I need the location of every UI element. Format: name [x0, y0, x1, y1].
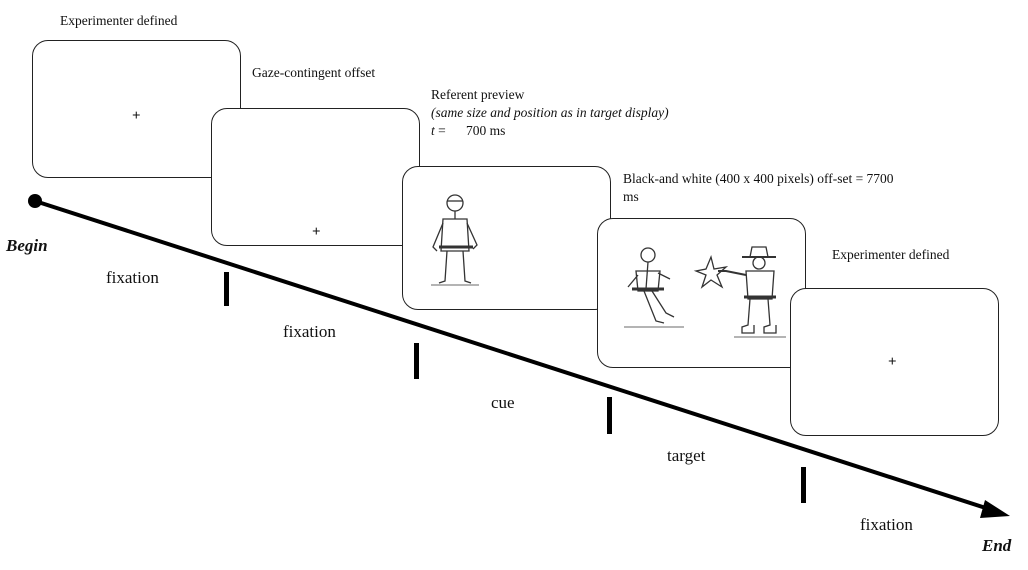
time-value: = 700 ms — [434, 123, 506, 138]
phase-boundary-tick-3 — [607, 397, 612, 434]
phase-label-cue: cue — [491, 393, 515, 412]
target-image — [624, 246, 786, 338]
phase-boundary-tick-4 — [801, 467, 806, 503]
fixation-cross: + — [312, 224, 321, 240]
screen3-caption-line3: t = 700 ms — [431, 122, 505, 139]
screen2-caption: Gaze-contingent offset — [252, 65, 376, 80]
screen-experimenter-defined-2: + — [790, 288, 999, 436]
end-arrow-head — [980, 500, 1010, 518]
screen3-caption-line1: Referent preview — [431, 87, 525, 102]
phase-label-fixation-3: fixation — [860, 515, 913, 534]
referent-image — [431, 194, 479, 286]
fixation-cross: + — [132, 108, 141, 124]
phase-label-fixation-2: fixation — [283, 322, 336, 341]
screen4-caption-line1: Black-and white (400 x 400 pixels) off-s… — [623, 171, 894, 186]
screen-target-display — [597, 218, 806, 368]
screen4-caption-line2: ms — [623, 189, 639, 204]
screen1-caption: Experimenter defined — [60, 13, 178, 28]
timeline-axis — [34, 199, 996, 513]
phase-label-fixation-1: fixation — [106, 268, 159, 287]
screen-experimenter-defined-1: + — [32, 40, 241, 178]
screen-gaze-contingent-offset: + — [211, 108, 420, 246]
screen3-caption-line2: (same size and position as in target dis… — [431, 105, 669, 120]
begin-label: Begin — [6, 236, 48, 255]
screen5-caption: Experimenter defined — [832, 247, 950, 262]
phase-boundary-tick-2 — [414, 343, 419, 379]
time-variable: t — [431, 123, 435, 138]
end-label: End — [982, 536, 1012, 555]
screen-referent-preview — [402, 166, 611, 310]
phase-boundary-tick-1 — [224, 272, 229, 306]
phase-label-target: target — [667, 446, 706, 465]
fixation-cross: + — [888, 354, 897, 370]
